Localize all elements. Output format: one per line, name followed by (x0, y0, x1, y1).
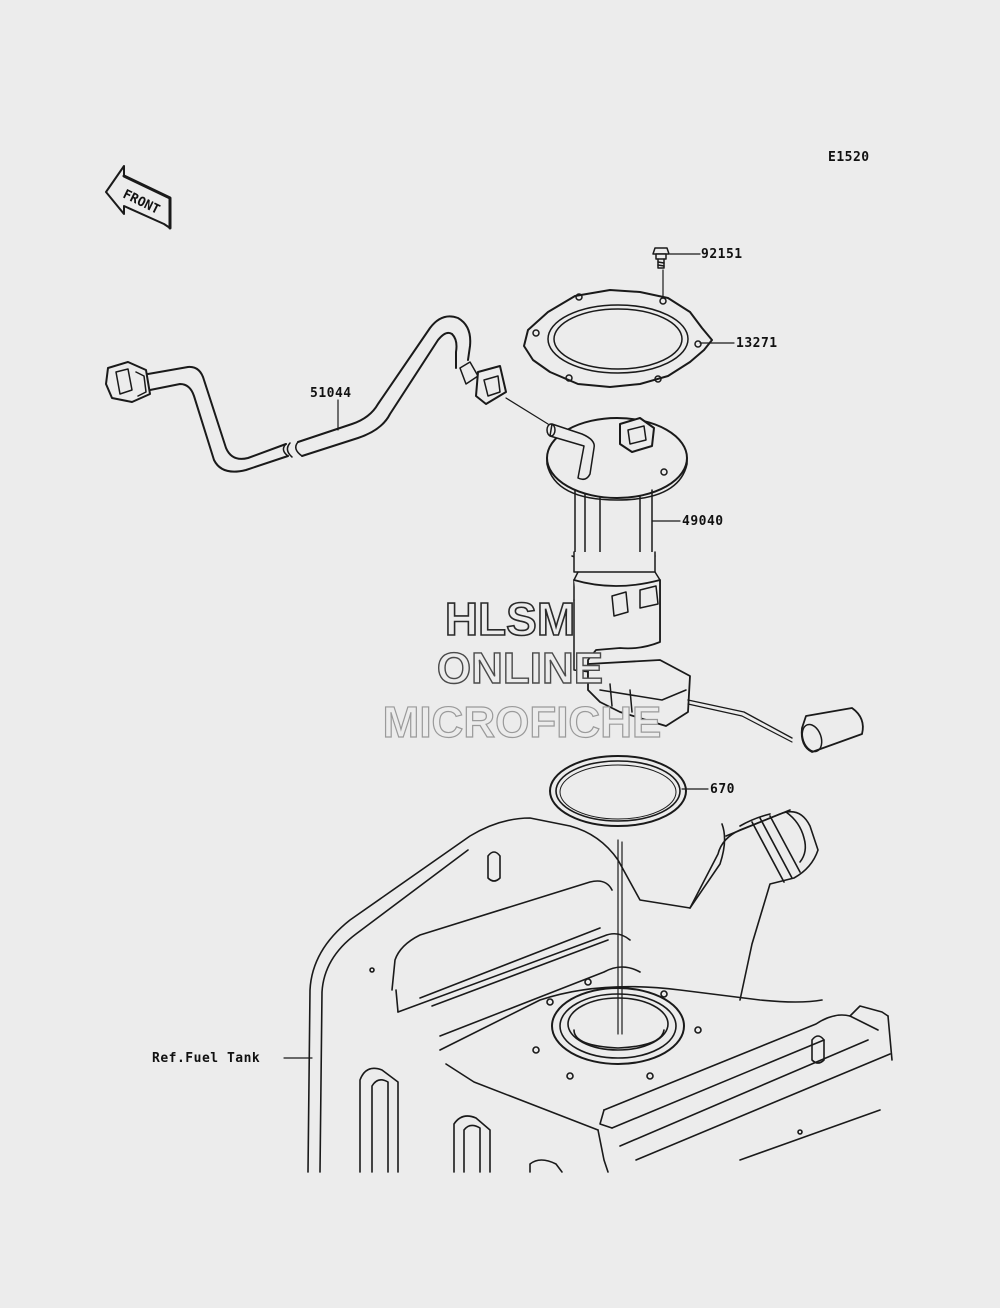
watermark-line-3: MICROFICHE (382, 697, 662, 747)
part-label-fuel-tank[interactable]: Ref.Fuel Tank (152, 1051, 261, 1066)
part-label-o-ring[interactable]: 670 (710, 782, 735, 797)
fuel-pump-part (546, 417, 864, 753)
front-arrow-icon: FRONT (105, 165, 172, 230)
part-label-gasket-plate[interactable]: 13271 (736, 336, 778, 351)
o-ring-part (549, 755, 687, 827)
part-label-bolt[interactable]: 92151 (701, 247, 743, 262)
fuel-hose-part (105, 315, 507, 473)
part-label-hose[interactable]: 51044 (310, 386, 352, 401)
part-label-fuel-pump[interactable]: 49040 (682, 514, 724, 529)
watermark-line-2: ONLINE (436, 643, 604, 693)
gasket-plate-part (523, 289, 713, 388)
diagram-code: E1520 (828, 150, 870, 165)
fuel-tank-part (307, 809, 893, 1173)
leader-lines (283, 253, 735, 1059)
watermark-line-1: HLSM (444, 592, 576, 646)
bolt-part (652, 247, 670, 269)
